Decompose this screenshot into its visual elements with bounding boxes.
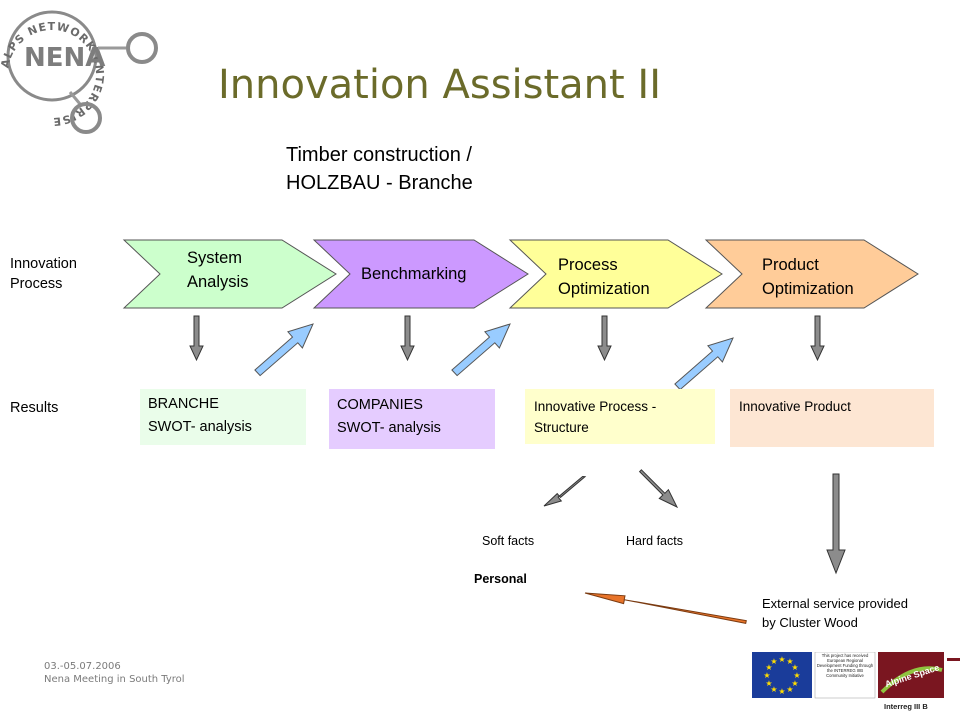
svg-text:★: ★ (778, 655, 785, 664)
logo-ring (6, 10, 98, 102)
result-box-innovative-process (525, 389, 715, 444)
result-text-branche: BRANCHE SWOT- analysis (140, 389, 306, 443)
step-label-line-2: Optimization (558, 280, 650, 298)
row-label-line-2: Process (10, 276, 63, 292)
svg-text:★: ★ (770, 685, 777, 694)
logo-ring-text: ALPS NETWORK ENTERPRISE (0, 20, 106, 128)
logo-node-bottom (70, 102, 102, 134)
personal-arrow (584, 592, 747, 624)
result-box-companies (329, 389, 495, 449)
personal-label: Personal (474, 572, 527, 586)
row-label-innovation-process: Innovation Process (10, 254, 77, 294)
result-text-innovative-product: Innovative Product (739, 399, 851, 414)
result-line-1: COMPANIES (337, 397, 423, 413)
result-line-2: SWOT- analysis (148, 419, 252, 435)
external-line-1: External service provided (762, 596, 908, 611)
svg-text:★: ★ (765, 679, 772, 688)
row-label-line-1: Innovation (10, 256, 77, 272)
chevron-process-optimization (508, 239, 723, 309)
external-down-arrow (826, 473, 846, 575)
footer-event: Nena Meeting in South Tyrol (44, 674, 185, 685)
alpine-swoosh-icon (880, 666, 943, 694)
row-label-results: Results (10, 400, 59, 416)
result-box-branche (140, 389, 306, 445)
page-subtitle: Timber construction / HOLZBAU - Branche (286, 141, 473, 197)
step-label-system-analysis: System Analysis (187, 246, 248, 294)
svg-text:★: ★ (791, 679, 798, 688)
result-line-2: Structure (534, 420, 589, 435)
step-label-product-optimization: Product Optimization (762, 253, 854, 301)
eu-text-panel (814, 652, 876, 699)
result-line-2: SWOT- analysis (337, 420, 441, 436)
down-arrow-2 (400, 315, 415, 362)
logo-text: NENA (24, 43, 105, 73)
subtitle-line-1: Timber construction / (286, 144, 472, 166)
svg-text:★: ★ (791, 663, 798, 672)
alpine-accent (947, 658, 960, 661)
eu-funding-logo: ★★★ ★★★ ★★★ ★★★ This project has receive… (752, 652, 960, 711)
result-boxes (140, 389, 934, 449)
external-service-label: External service provided by Cluster Woo… (762, 594, 908, 632)
process-steps (122, 239, 919, 309)
down-arrow-1 (189, 315, 204, 362)
footer: 03.-05.07.2006 Nena Meeting in South Tyr… (44, 660, 185, 686)
eu-funding-text: This project has received European Regio… (816, 653, 874, 678)
result-text-innovative-process: Innovative Process - Structure (526, 392, 716, 442)
result-box-innovative-product (730, 389, 934, 447)
logo-node-right (126, 32, 158, 64)
transition-arrow-3 (674, 337, 734, 391)
svg-text:★: ★ (778, 687, 785, 696)
step-label-line-1: Product (762, 256, 819, 274)
svg-text:★: ★ (763, 671, 770, 680)
transition-arrow-2 (451, 323, 511, 377)
step-label-line-2: Analysis (187, 273, 249, 291)
svg-text:★: ★ (793, 671, 800, 680)
external-line-2: by Cluster Wood (762, 615, 858, 630)
step-label-line-1: Process (558, 256, 618, 274)
result-line-1: Innovative Process - (534, 399, 657, 414)
step-label-benchmarking: Benchmarking (361, 265, 467, 283)
svg-text:★: ★ (765, 663, 772, 672)
nena-logo: ALPS NETWORK ENTERPRISE NENA (0, 10, 158, 134)
page-title: Innovation Assistant II (218, 62, 662, 108)
hard-facts-label: Hard facts (626, 534, 683, 548)
result-text-companies: COMPANIES SWOT- analysis (329, 390, 495, 444)
down-arrow-4 (810, 315, 825, 362)
transition-arrow-1 (254, 323, 314, 377)
chevron-system-analysis (122, 239, 337, 309)
svg-text:★: ★ (786, 657, 793, 666)
step-label-process-optimization: Process Optimization (558, 253, 650, 301)
interreg-text: Interreg III B (884, 702, 928, 711)
down-arrow-3 (597, 315, 612, 362)
chevron-product-optimization (704, 239, 919, 309)
soft-facts-label: Soft facts (482, 534, 535, 548)
eu-stars-icon: ★★★ ★★★ ★★★ ★★★ (763, 655, 800, 696)
svg-text:★: ★ (770, 657, 777, 666)
svg-text:★: ★ (786, 685, 793, 694)
transition-arrows (254, 323, 734, 391)
logo-connector-bottom (68, 91, 82, 105)
chevron-benchmarking (312, 239, 529, 309)
soft-facts-arrow (543, 475, 587, 507)
subtitle-line-2: HOLZBAU - Branche (286, 172, 473, 194)
result-line-1: BRANCHE (148, 396, 219, 412)
step-label-line-1: System (187, 249, 243, 267)
eu-flag (752, 652, 812, 698)
facts-arrows (543, 469, 679, 509)
hard-facts-arrow (638, 469, 679, 509)
down-arrows (189, 315, 825, 362)
alpine-space-panel (878, 652, 944, 698)
footer-date: 03.-05.07.2006 (44, 661, 121, 672)
step-label-line-2: Optimization (762, 280, 854, 298)
